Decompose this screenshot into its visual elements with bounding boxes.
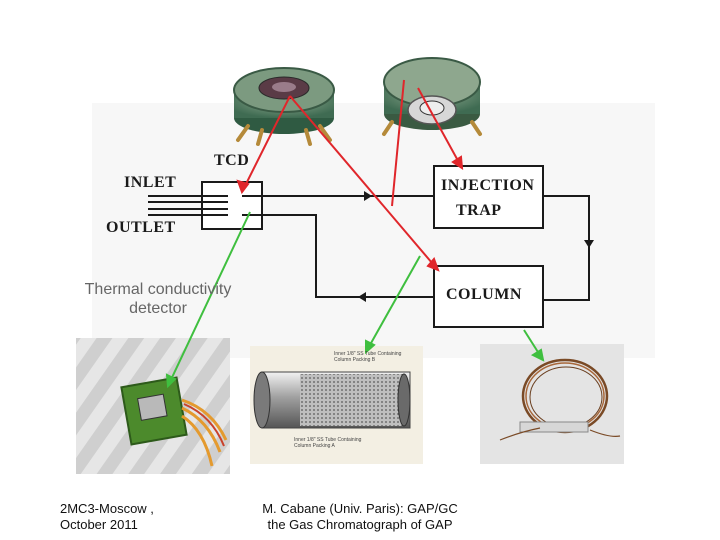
diagram-background [92, 103, 655, 358]
tcd-caption-line2: detector [129, 300, 187, 317]
outlet-label: OUTLET [106, 219, 176, 236]
packing-top-line2: Column Packing B [334, 357, 376, 363]
tcd-device-photo [233, 67, 335, 146]
tcd-caption: Thermal conductivity detector [76, 280, 240, 318]
packing-top-line1: Inner 1/8" SS Tube Containing [334, 351, 402, 357]
injection-trap-photo [382, 57, 482, 136]
tcd-box [148, 181, 263, 230]
footer-center: M. Cabane (Univ. Paris): GAP/GC the Gas … [248, 501, 472, 533]
red-callouts [236, 79, 464, 272]
injection-trap-label-line2: TRAP [456, 202, 502, 219]
footer-event: 2MC3-Moscow , [60, 501, 154, 516]
injection-trap-label-line1: INJECTION [441, 177, 535, 194]
footer-title: the Gas Chromatograph of GAP [267, 517, 453, 532]
footer-author: M. Cabane (Univ. Paris): GAP/GC [262, 501, 458, 516]
flow-arrows [358, 191, 594, 302]
packing-bottom-caption: Inner 1/8" SS Tube Containing Column Pac… [294, 437, 361, 449]
green-callouts [165, 211, 545, 389]
packing-top-caption: Inner 1/8" SS Tube Containing Column Pac… [334, 351, 401, 363]
tcd-label: TCD [214, 152, 250, 169]
inlet-label: INLET [124, 174, 177, 191]
tcd-caption-line1: Thermal conductivity [84, 281, 232, 298]
tcd-chip-photo [76, 338, 230, 474]
column-packing-photo [250, 346, 423, 464]
coiled-column-photo [480, 344, 624, 464]
packing-bottom-line1: Inner 1/8" SS Tube Containing [294, 437, 362, 443]
column-label: COLUMN [446, 286, 522, 303]
footer-date: October 2011 [60, 517, 138, 532]
column-box [433, 265, 544, 328]
footer-left: 2MC3-Moscow , October 2011 [60, 501, 154, 533]
packing-bottom-line2: Column Packing A [294, 443, 335, 449]
injection-trap-box [433, 165, 544, 229]
